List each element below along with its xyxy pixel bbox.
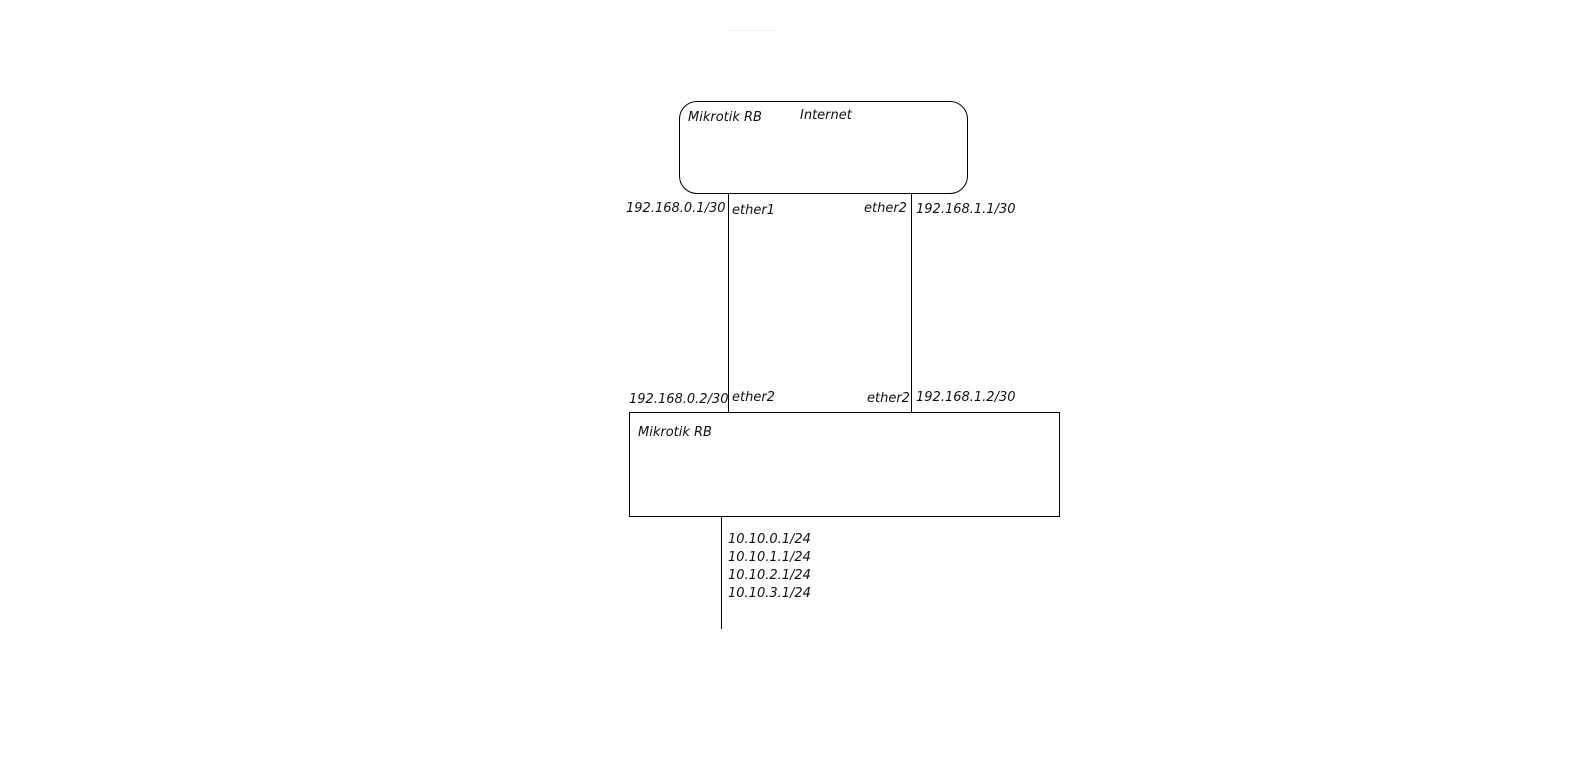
lan-link-line [721, 517, 722, 629]
link-left-bottom-interface: ether2 [732, 390, 775, 405]
lan-subnet-0: 10.10.0.1/24 [728, 532, 811, 547]
link-right-line [911, 194, 912, 412]
link-right-top-ip: 192.168.1.1/30 [916, 202, 1016, 217]
link-right-bottom-interface: ether2 [867, 391, 910, 406]
link-right-top-interface: ether2 [864, 201, 907, 216]
router-internet-name: Mikrotik RB [688, 110, 762, 125]
link-left-top-ip: 192.168.0.1/30 [626, 201, 726, 216]
link-left-bottom-ip: 192.168.0.2/30 [629, 392, 729, 407]
lan-subnet-1: 10.10.1.1/24 [728, 550, 811, 565]
lan-subnet-list: 10.10.0.1/24 10.10.1.1/24 10.10.2.1/24 1… [728, 531, 811, 603]
lan-subnet-2: 10.10.2.1/24 [728, 568, 811, 583]
router-internet-node [679, 101, 968, 194]
link-right-bottom-ip: 192.168.1.2/30 [916, 390, 1016, 405]
faint-mark [728, 30, 774, 31]
router-core-node [629, 412, 1060, 517]
lan-subnet-3: 10.10.3.1/24 [728, 586, 811, 601]
link-left-top-interface: ether1 [732, 203, 775, 218]
router-internet-role: Internet [800, 108, 852, 123]
link-left-line [728, 194, 729, 412]
router-core-name: Mikrotik RB [638, 425, 712, 440]
